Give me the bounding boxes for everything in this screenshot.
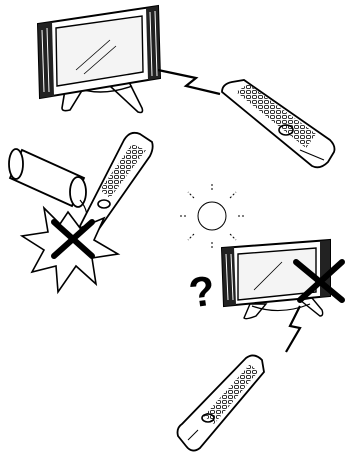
infrared-signal-icon <box>286 306 300 352</box>
sun-icon <box>178 182 246 250</box>
remote-control-icon <box>222 80 335 167</box>
infrared-signal-icon <box>158 70 220 94</box>
tv-icon <box>38 6 160 113</box>
impact-burst-icon <box>22 208 118 292</box>
question-mark-icon: ? <box>179 267 225 316</box>
remote-control-icon <box>178 355 265 450</box>
